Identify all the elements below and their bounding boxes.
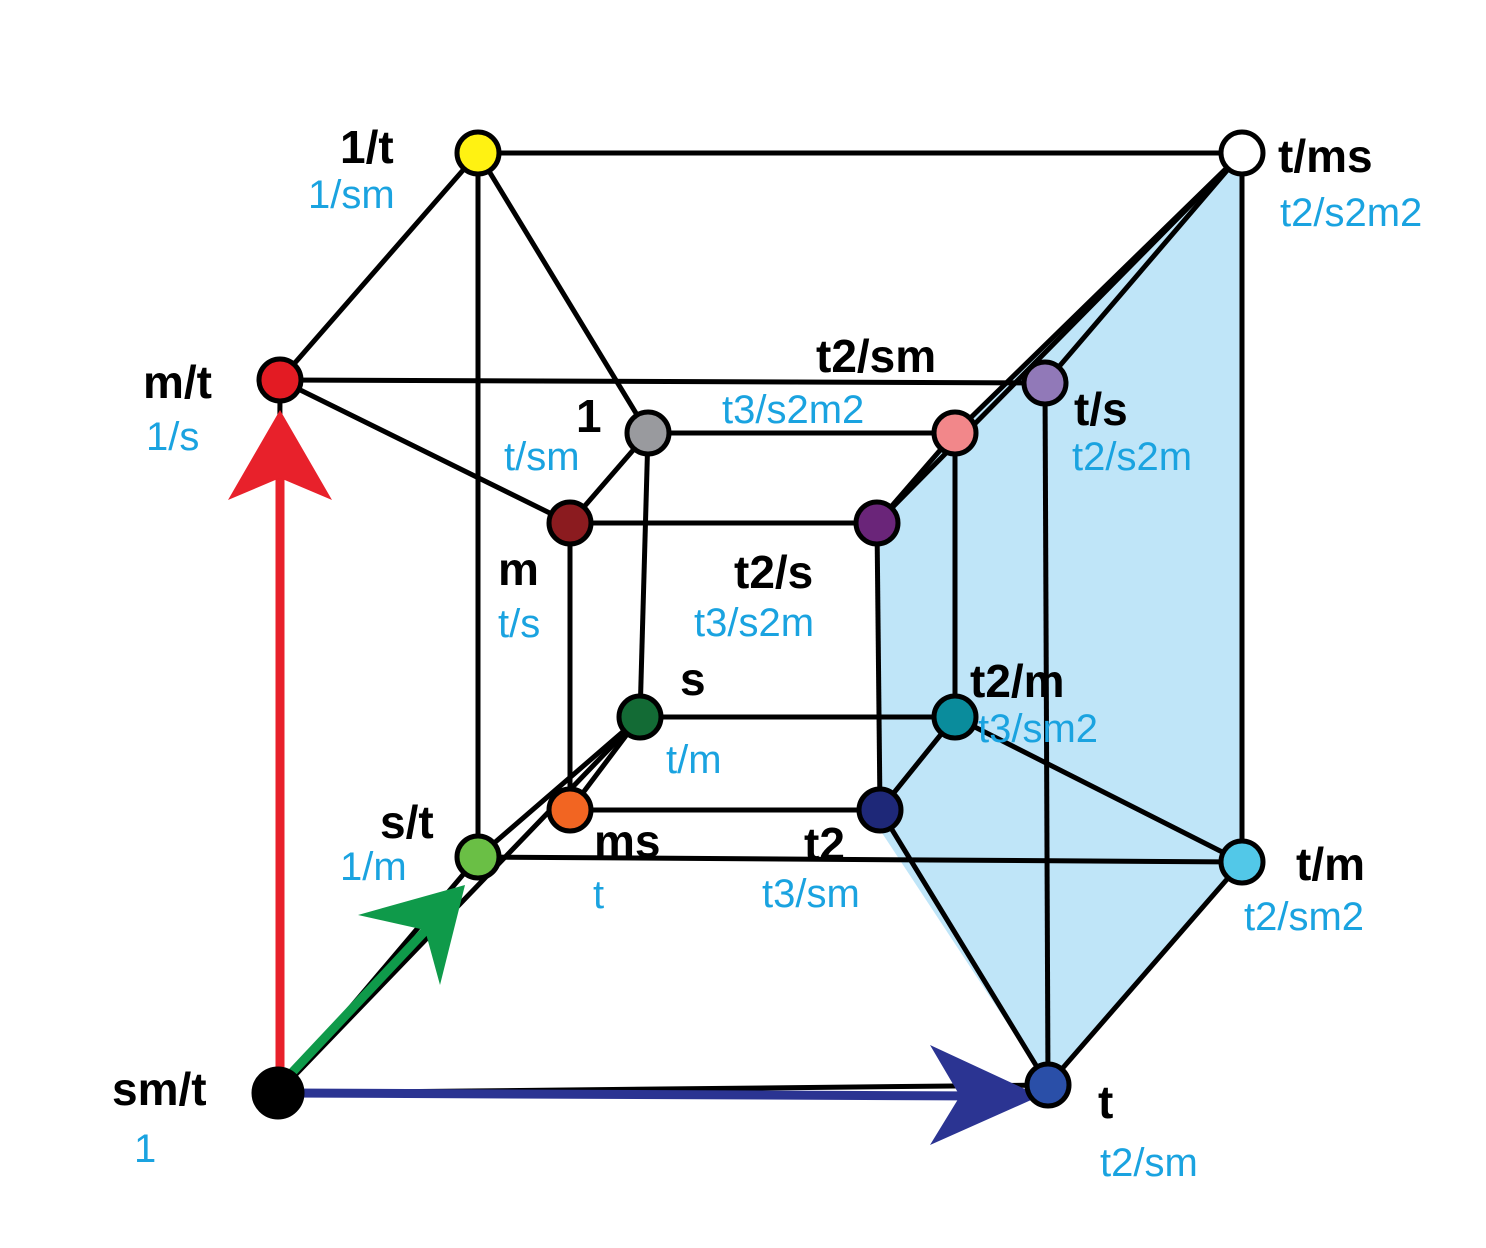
node-t [1024,1061,1072,1109]
node-label-1: 1 [576,390,602,442]
horizontal-arrow-head [930,1045,1040,1145]
node-t2-m [931,693,979,741]
node-sub-1-t: 1/sm [308,173,395,217]
node-t2 [856,786,904,834]
node-label-m-t: m/t [143,356,212,408]
edge-t2-t [877,808,1051,1087]
node-sub-t2-sm: t3/s2m2 [722,388,864,432]
node-label-t2-s: t2/s [734,546,813,598]
edge-s_t-t_m [477,854,1243,865]
edge-t2_m-t_m [953,714,1244,865]
edge-t_s-t_ms [1043,151,1244,385]
node-t-ms [1218,129,1266,177]
edge-t2_s-t2 [874,522,883,811]
horizontal-arrow [284,1088,991,1101]
edge-m_t-m [278,377,572,526]
node-sub-m: t/s [498,602,540,646]
node-sub-1: t/sm [504,435,580,479]
node-label-m: m [498,543,539,595]
node-sub-m-t: 1/s [146,415,199,459]
node-ms [546,786,594,834]
edge-m_t-t_s [279,377,1046,386]
node-sub-s: t/m [666,738,722,782]
node-label-t2-sm: t2/sm [816,330,936,382]
node-label-s-t: s/t [380,796,434,848]
node-sub-t: t2/sm [1100,1141,1198,1185]
edge-t_s-t [1042,382,1051,1086]
edge-one_t-one [475,151,651,435]
node-label-t-s: t/s [1074,383,1128,435]
node-sub-t-ms: t2/s2m2 [1280,191,1422,235]
vertical-arrow-head [228,410,332,500]
node-label-t2: t2 [804,818,845,870]
node-label-1-t: 1/t [340,121,394,173]
labels: sm/t 1 t t2/sm m/t 1/s 1/t 1/sm t/ms t2/… [112,121,1422,1185]
node-t-m [1218,838,1266,886]
node-sub-t-s: t2/s2m [1072,435,1192,479]
node-label-sm-t: sm/t [112,1063,207,1115]
node-t2-sm [931,409,979,457]
node-m-t [256,356,304,404]
edge-one-s [637,432,651,718]
node-sub-sm-t: 1 [134,1127,156,1171]
node-label-ms: ms [594,815,660,867]
edge-m_t-one_t [278,151,480,382]
axis-arrows [228,410,1040,1145]
node-sub-s-t: 1/m [340,845,407,889]
node-label-t-m: t/m [1296,838,1365,890]
node-s-t [454,833,502,881]
node-sub-ms: t [593,873,604,917]
node-one-t [454,129,502,177]
node-sm-t [251,1066,305,1120]
node-t2-s [853,499,901,547]
edge-t_m-t [1046,860,1244,1087]
node-label-t-ms: t/ms [1278,130,1373,182]
edge-t2_sm-t_ms [953,151,1244,435]
edge-s_t-s [476,715,642,859]
node-sub-t2: t3/sm [762,872,860,916]
node-sub-t2-s: t3/s2m [694,601,814,645]
node-one [624,409,672,457]
nodes [251,129,1266,1120]
node-label-t2-m: t2/m [970,655,1065,707]
node-t-s [1021,359,1069,407]
node-label-s: s [680,653,706,705]
diagonal-arrow [281,911,444,1084]
diagonal-arrow-head [358,885,465,985]
node-sub-t-m: t2/sm2 [1244,895,1364,939]
node-m [546,499,594,547]
highlighted-face [880,153,1242,1085]
node-sub-t2-m: t3/sm2 [978,707,1098,751]
node-label-t: t [1098,1076,1113,1128]
node-s [616,693,664,741]
